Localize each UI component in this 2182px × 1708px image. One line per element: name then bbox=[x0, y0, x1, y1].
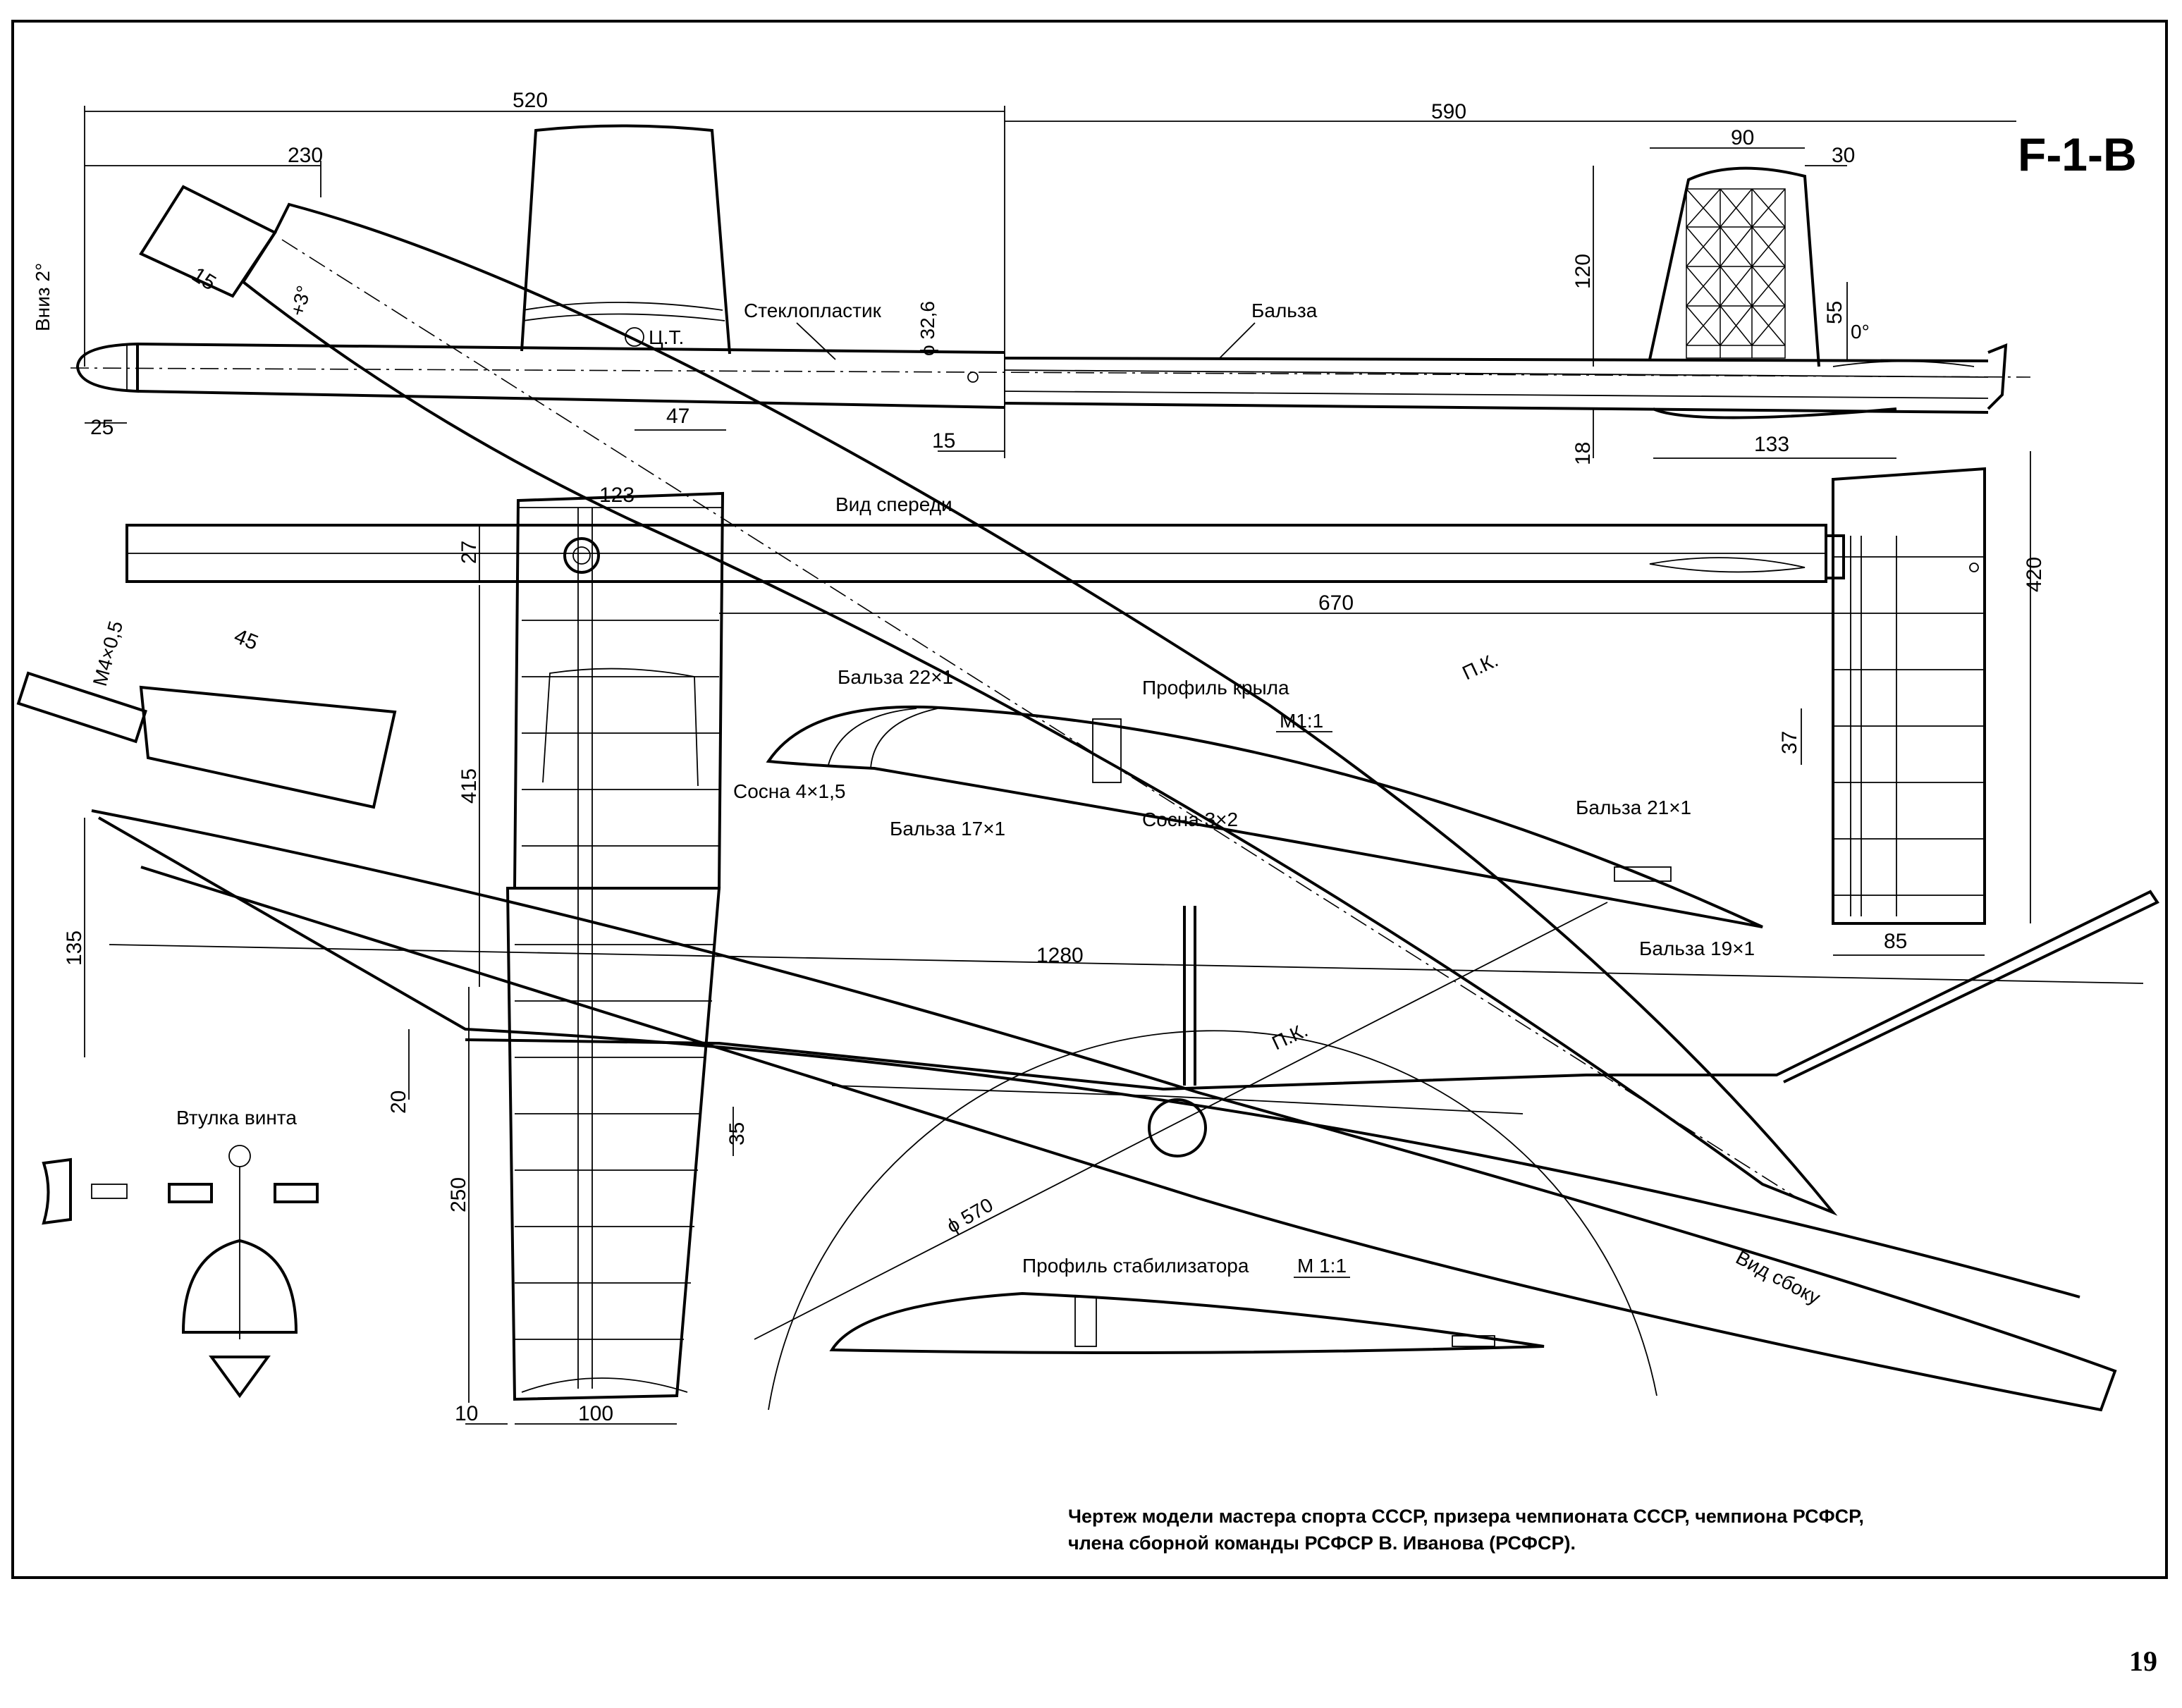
label-vtulka: Втулка винта bbox=[176, 1107, 297, 1129]
label-plus3: +3° bbox=[286, 283, 315, 319]
dim-420: 420 bbox=[2023, 557, 2046, 592]
dim-10: 10 bbox=[455, 1402, 478, 1425]
label-sosna3: Сосна 3×2 bbox=[1142, 809, 1238, 830]
label-ct: Ц.Т. bbox=[649, 326, 684, 348]
dim-30: 30 bbox=[1832, 144, 1855, 167]
propeller-blade-lower: М4×0,5 45 135 1280 20 bbox=[16, 619, 2144, 1412]
propeller-blade-top: 15 +3° bbox=[139, 185, 1838, 1216]
stabilizer-plan-view: 420 37 85 bbox=[1778, 451, 2046, 956]
dim-415: 415 bbox=[458, 768, 481, 804]
dim-123: 123 bbox=[599, 484, 635, 507]
dim-47: 47 bbox=[666, 405, 689, 428]
dim-55: 55 bbox=[1823, 301, 1846, 324]
label-balsa: Бальза bbox=[1251, 300, 1318, 321]
caption-line-1: Чертеж модели мастера спорта СССР, призе… bbox=[1068, 1506, 1864, 1527]
side-view-fuselage: Ц.Т. Стеклопластик Б bbox=[32, 124, 2031, 465]
prop-hub-detail: Втулка винта bbox=[42, 1107, 319, 1399]
dim-520: 520 bbox=[513, 89, 548, 112]
label-balsa22: Бальза 22×1 bbox=[838, 666, 953, 688]
dim-670: 670 bbox=[1318, 591, 1354, 615]
page-number: 19 bbox=[2129, 1645, 2157, 1677]
label-vid-sboku: Вид сбоку bbox=[1732, 1246, 1824, 1309]
wing-plan-view: 415 250 10 100 bbox=[447, 491, 725, 1425]
label-d570: ϕ 570 bbox=[943, 1193, 997, 1237]
caption-line-2: члена сборной команды РСФСР В. Иванова (… bbox=[1068, 1532, 1576, 1554]
dim-100: 100 bbox=[578, 1402, 613, 1425]
label-steklo: Стеклопластик bbox=[744, 300, 882, 321]
dim-25: 25 bbox=[90, 416, 114, 439]
dim-37: 37 bbox=[1778, 731, 1801, 754]
drawing-title: F-1-B bbox=[2018, 128, 2137, 180]
label-m1-stab: М 1:1 bbox=[1297, 1255, 1347, 1277]
stabilizer-profile: Профиль стабилизатора М 1:1 bbox=[829, 1255, 1545, 1354]
dim-250: 250 bbox=[447, 1177, 470, 1212]
label-balsa17: Бальза 17×1 bbox=[890, 818, 1005, 840]
dim-15b: 15 bbox=[932, 429, 955, 453]
dim-1280: 1280 bbox=[1036, 944, 1084, 967]
front-view-aircraft: 35 bbox=[465, 890, 2159, 1157]
dim-18: 18 bbox=[1571, 442, 1595, 465]
label-balsa19: Бальза 19×1 bbox=[1639, 938, 1755, 959]
label-m4: М4×0,5 bbox=[89, 619, 127, 689]
label-sosna4: Сосна 4×1,5 bbox=[733, 780, 845, 802]
drawing-frame bbox=[11, 20, 2168, 1579]
label-d32: ϕ 32,6 bbox=[917, 301, 938, 356]
label-zero: 0° bbox=[1851, 321, 1870, 343]
dim-85: 85 bbox=[1884, 930, 1907, 953]
label-profil-stab: Профиль стабилизатора bbox=[1022, 1255, 1249, 1277]
dim-120: 120 bbox=[1571, 254, 1595, 289]
dim-35: 35 bbox=[725, 1122, 749, 1145]
dim-133: 133 bbox=[1754, 433, 1789, 456]
front-view: Вид спереди 123 27 670 bbox=[125, 484, 1979, 615]
wing-profile: Бальза 22×1 Профиль крыла М1:1 Сосна 4×1… bbox=[733, 649, 1763, 1054]
label-vid-speredi: Вид спереди bbox=[835, 493, 952, 515]
prop-disc: ϕ 570 bbox=[754, 902, 1657, 1411]
dim-135: 135 bbox=[63, 930, 86, 966]
dim-45: 45 bbox=[231, 625, 261, 655]
dim-590: 590 bbox=[1431, 100, 1466, 123]
label-profil-kryla: Профиль крыла bbox=[1142, 677, 1289, 699]
label-pk1: П.К. bbox=[1459, 649, 1501, 684]
dim-90: 90 bbox=[1731, 126, 1754, 149]
label-pk2: П.К. bbox=[1268, 1019, 1311, 1054]
dim-230: 230 bbox=[288, 144, 323, 167]
dim-27: 27 bbox=[458, 541, 481, 564]
label-vniz: Вниз 2° bbox=[32, 263, 54, 331]
dim-15a: 15 bbox=[188, 263, 220, 295]
dim-20: 20 bbox=[387, 1090, 410, 1114]
label-m1-wing: М1:1 bbox=[1280, 710, 1323, 732]
label-balsa21: Бальза 21×1 bbox=[1576, 797, 1691, 818]
